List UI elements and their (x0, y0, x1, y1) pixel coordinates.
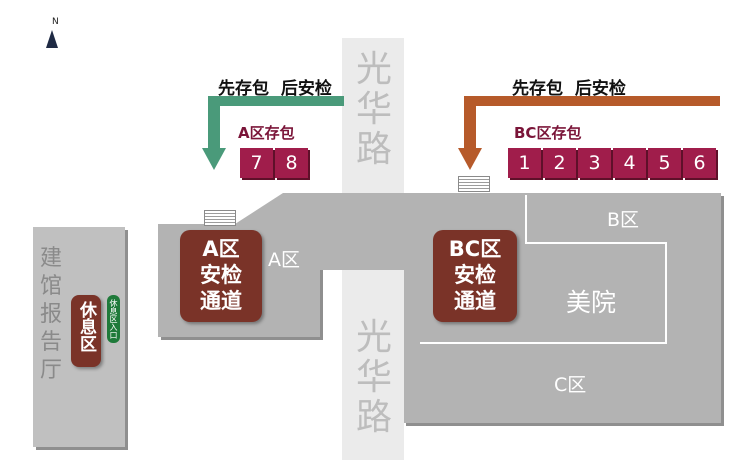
road-strip-lower (342, 270, 404, 460)
zone-b-label: B区 (607, 209, 640, 231)
zone-bc-lockers: 1 2 3 4 5 6 (508, 148, 716, 178)
north-arrow-icon (46, 30, 58, 48)
rest-area-tag: 休息区 (71, 295, 101, 367)
zone-bc-checkpoint: BC区 安检 通道 (433, 230, 517, 322)
road-name-bottom: 光 华 路 (355, 317, 392, 438)
locker-2: 2 (543, 148, 576, 178)
locker-6: 6 (683, 148, 716, 178)
zone-a-lockers: 7 8 (240, 148, 308, 178)
locker-3: 3 (578, 148, 611, 178)
zone-bc-locker-title: BC区存包 (510, 122, 586, 143)
road-name-top: 光 华 路 (355, 49, 392, 170)
zone-a-label: A区 (268, 249, 300, 271)
rest-entrance-tag: 休息区入口 (107, 295, 120, 343)
zone-bc-direction-arrow-icon (458, 96, 720, 170)
zone-c-label: C区 (554, 374, 587, 396)
museum-outline (420, 195, 667, 344)
museum-label: 美院 (566, 288, 617, 317)
locker-5: 5 (648, 148, 681, 178)
compass-label: N (52, 17, 59, 27)
zone-a-direction-arrow-icon (202, 96, 344, 170)
zone-a-instruction: 先存包 后安检 (218, 79, 332, 99)
zone-bc-stairs (458, 176, 490, 192)
locker-8: 8 (275, 148, 308, 178)
zone-bc-instruction: 先存包 后安检 (512, 79, 626, 99)
locker-4: 4 (613, 148, 646, 178)
zone-a-stairs (204, 210, 236, 226)
locker-7: 7 (240, 148, 273, 178)
zone-a-locker-title: A区存包 (234, 122, 299, 143)
report-hall-label: 建 馆 报 告 厅 (40, 246, 63, 383)
locker-1: 1 (508, 148, 541, 178)
zone-a-checkpoint: A区 安检 通道 (180, 230, 262, 322)
